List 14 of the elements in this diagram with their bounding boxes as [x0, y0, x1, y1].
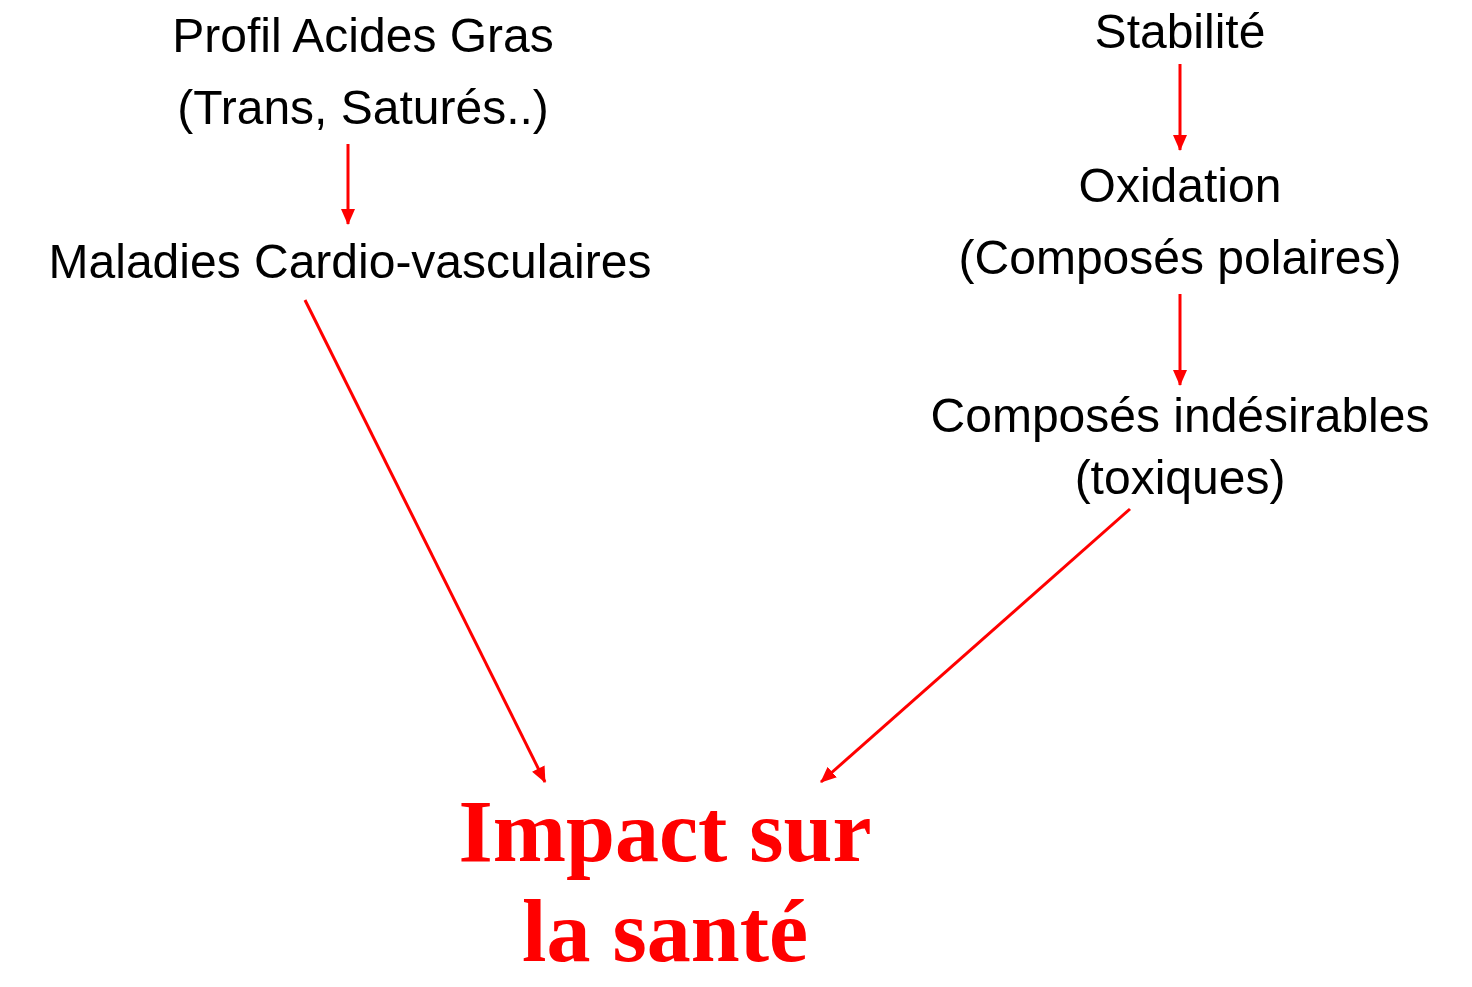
node-text: Stabilité — [1094, 4, 1266, 60]
heading-text: Impact sur la santé — [457, 782, 873, 982]
node-text: Profil Acides Gras — [172, 8, 554, 64]
arrow — [1173, 294, 1187, 386]
arrow — [1173, 64, 1187, 151]
node-text: (Composés polaires) — [958, 230, 1402, 286]
arrow — [341, 144, 355, 225]
node-text: Composés indésirables — [930, 388, 1430, 444]
arrow — [303, 299, 547, 783]
node-text: (toxiques) — [1074, 450, 1286, 506]
arrow — [820, 507, 1131, 784]
node-text: (Trans, Saturés..) — [177, 80, 549, 136]
node-text: Maladies Cardio-vasculaires — [48, 234, 652, 290]
node-text: Oxidation — [1078, 158, 1282, 214]
